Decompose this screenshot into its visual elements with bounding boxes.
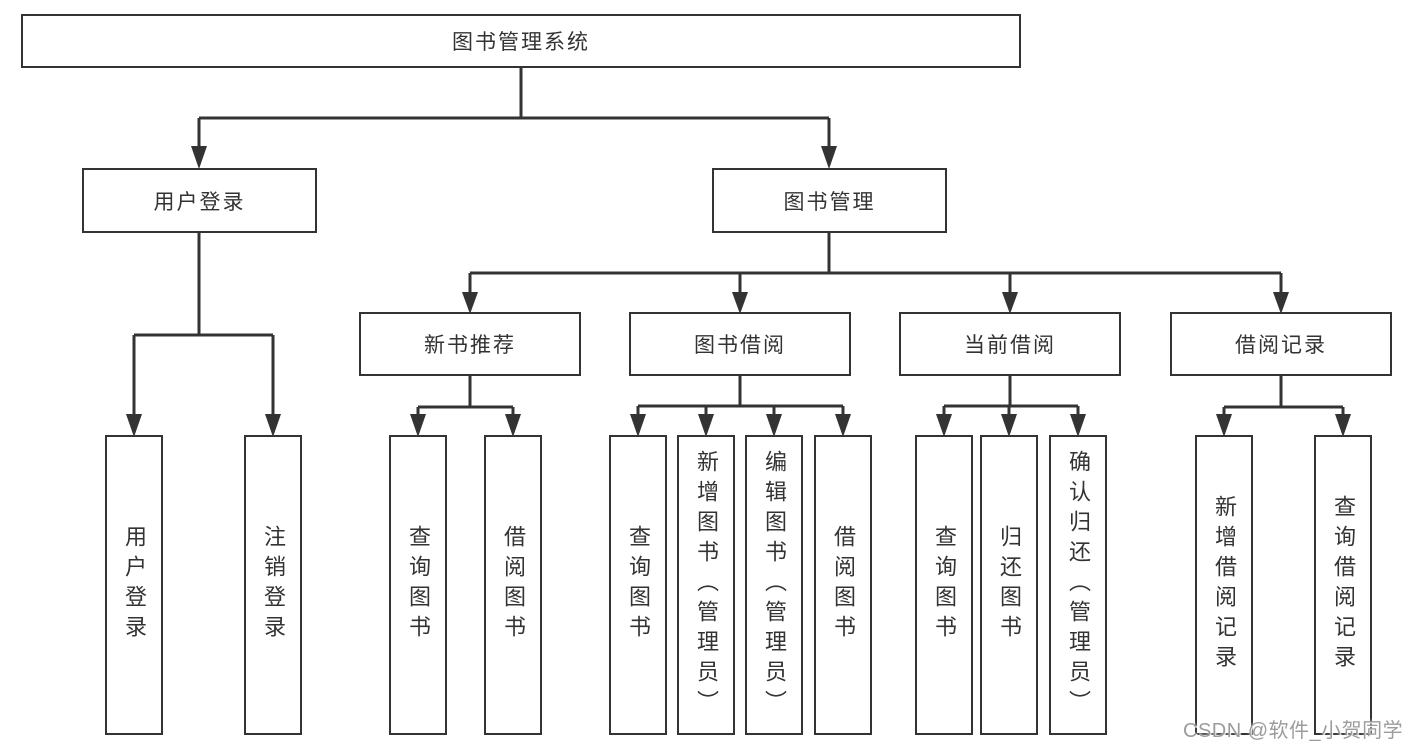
connector-user-login-to-leaves bbox=[126, 233, 281, 437]
leaf-borrow-books-recommend: 借阅图书 bbox=[484, 435, 542, 735]
node-book-borrowing: 图书借阅 bbox=[629, 312, 851, 376]
leaf-add-borrow-record-label: 新增借阅记录 bbox=[1212, 495, 1237, 675]
arrow-down-icon bbox=[1002, 292, 1018, 314]
leaf-query-borrow-record-label: 查询借阅记录 bbox=[1331, 495, 1356, 675]
connector-borrowing-to-leaves bbox=[630, 376, 851, 437]
leaf-logout-label: 注销登录 bbox=[261, 525, 286, 645]
leaf-return-books-label: 归还图书 bbox=[997, 525, 1022, 645]
node-borrowing-records: 借阅记录 bbox=[1170, 312, 1392, 376]
arrow-down-icon bbox=[1335, 414, 1351, 437]
leaf-query-books-borrowing-label: 查询图书 bbox=[626, 525, 651, 645]
leaf-borrow-books-borrowing-label: 借阅图书 bbox=[831, 525, 856, 645]
arrow-down-icon bbox=[732, 292, 748, 314]
connector-current-to-leaves bbox=[936, 376, 1086, 437]
arrow-down-icon bbox=[835, 414, 851, 437]
connector-records-to-leaves bbox=[1216, 376, 1351, 437]
connector-book-management-to-level3 bbox=[462, 233, 1289, 314]
leaf-return-books: 归还图书 bbox=[980, 435, 1038, 735]
leaf-borrow-books-recommend-label: 借阅图书 bbox=[501, 525, 526, 645]
node-book-management-label: 图书管理 bbox=[783, 190, 876, 214]
leaf-query-books-borrowing: 查询图书 bbox=[609, 435, 667, 735]
arrow-down-icon bbox=[1216, 414, 1232, 437]
arrow-down-icon bbox=[766, 414, 782, 437]
node-current-borrowing: 当前借阅 bbox=[899, 312, 1121, 376]
node-user-login-label: 用户登录 bbox=[153, 190, 246, 214]
node-root-label: 图书管理系统 bbox=[452, 31, 590, 54]
leaf-confirm-return-admin-label: 确认归还（管理员） bbox=[1066, 450, 1091, 720]
node-new-book-recommendation-label: 新书推荐 bbox=[424, 334, 516, 357]
arrow-down-icon bbox=[1001, 414, 1017, 437]
node-book-management: 图书管理 bbox=[712, 168, 947, 233]
leaf-query-borrow-record: 查询借阅记录 bbox=[1314, 435, 1372, 735]
leaf-confirm-return-admin: 确认归还（管理员） bbox=[1049, 435, 1107, 735]
node-book-borrowing-label: 图书借阅 bbox=[694, 334, 786, 357]
leaf-add-books-admin: 新增图书（管理员） bbox=[677, 435, 735, 735]
leaf-logout: 注销登录 bbox=[244, 435, 302, 735]
arrow-down-icon bbox=[505, 414, 521, 437]
node-root-library-system: 图书管理系统 bbox=[21, 14, 1021, 68]
arrow-down-icon bbox=[821, 146, 837, 169]
node-new-book-recommendation: 新书推荐 bbox=[359, 312, 581, 376]
leaf-query-books-current: 查询图书 bbox=[915, 435, 973, 735]
connector-recommend-to-leaves bbox=[410, 376, 521, 437]
arrow-down-icon bbox=[698, 414, 714, 437]
leaf-edit-books-admin: 编辑图书（管理员） bbox=[745, 435, 803, 735]
arrow-down-icon bbox=[126, 414, 142, 437]
leaf-user-login: 用户登录 bbox=[105, 435, 163, 735]
leaf-user-login-label: 用户登录 bbox=[122, 525, 147, 645]
leaf-add-borrow-record: 新增借阅记录 bbox=[1195, 435, 1253, 735]
leaf-edit-books-admin-label: 编辑图书（管理员） bbox=[762, 450, 787, 720]
csdn-watermark: CSDN @软件_小贺同学 bbox=[1183, 720, 1404, 742]
leaf-query-books-recommend-label: 查询图书 bbox=[406, 525, 431, 645]
node-borrowing-records-label: 借阅记录 bbox=[1235, 334, 1327, 357]
arrow-down-icon bbox=[630, 414, 646, 437]
leaf-add-books-admin-label: 新增图书（管理员） bbox=[694, 450, 719, 720]
leaf-query-books-current-label: 查询图书 bbox=[932, 525, 957, 645]
arrow-down-icon bbox=[191, 146, 207, 169]
node-user-login: 用户登录 bbox=[82, 168, 317, 233]
arrow-down-icon bbox=[1273, 292, 1289, 314]
leaf-borrow-books-borrowing: 借阅图书 bbox=[814, 435, 872, 735]
connector-root-to-level2 bbox=[191, 66, 837, 169]
arrow-down-icon bbox=[1070, 414, 1086, 437]
arrow-down-icon bbox=[936, 414, 952, 437]
arrow-down-icon bbox=[462, 292, 478, 314]
arrow-down-icon bbox=[265, 414, 281, 437]
leaf-query-books-recommend: 查询图书 bbox=[389, 435, 447, 735]
node-current-borrowing-label: 当前借阅 bbox=[964, 334, 1056, 357]
arrow-down-icon bbox=[410, 414, 426, 437]
